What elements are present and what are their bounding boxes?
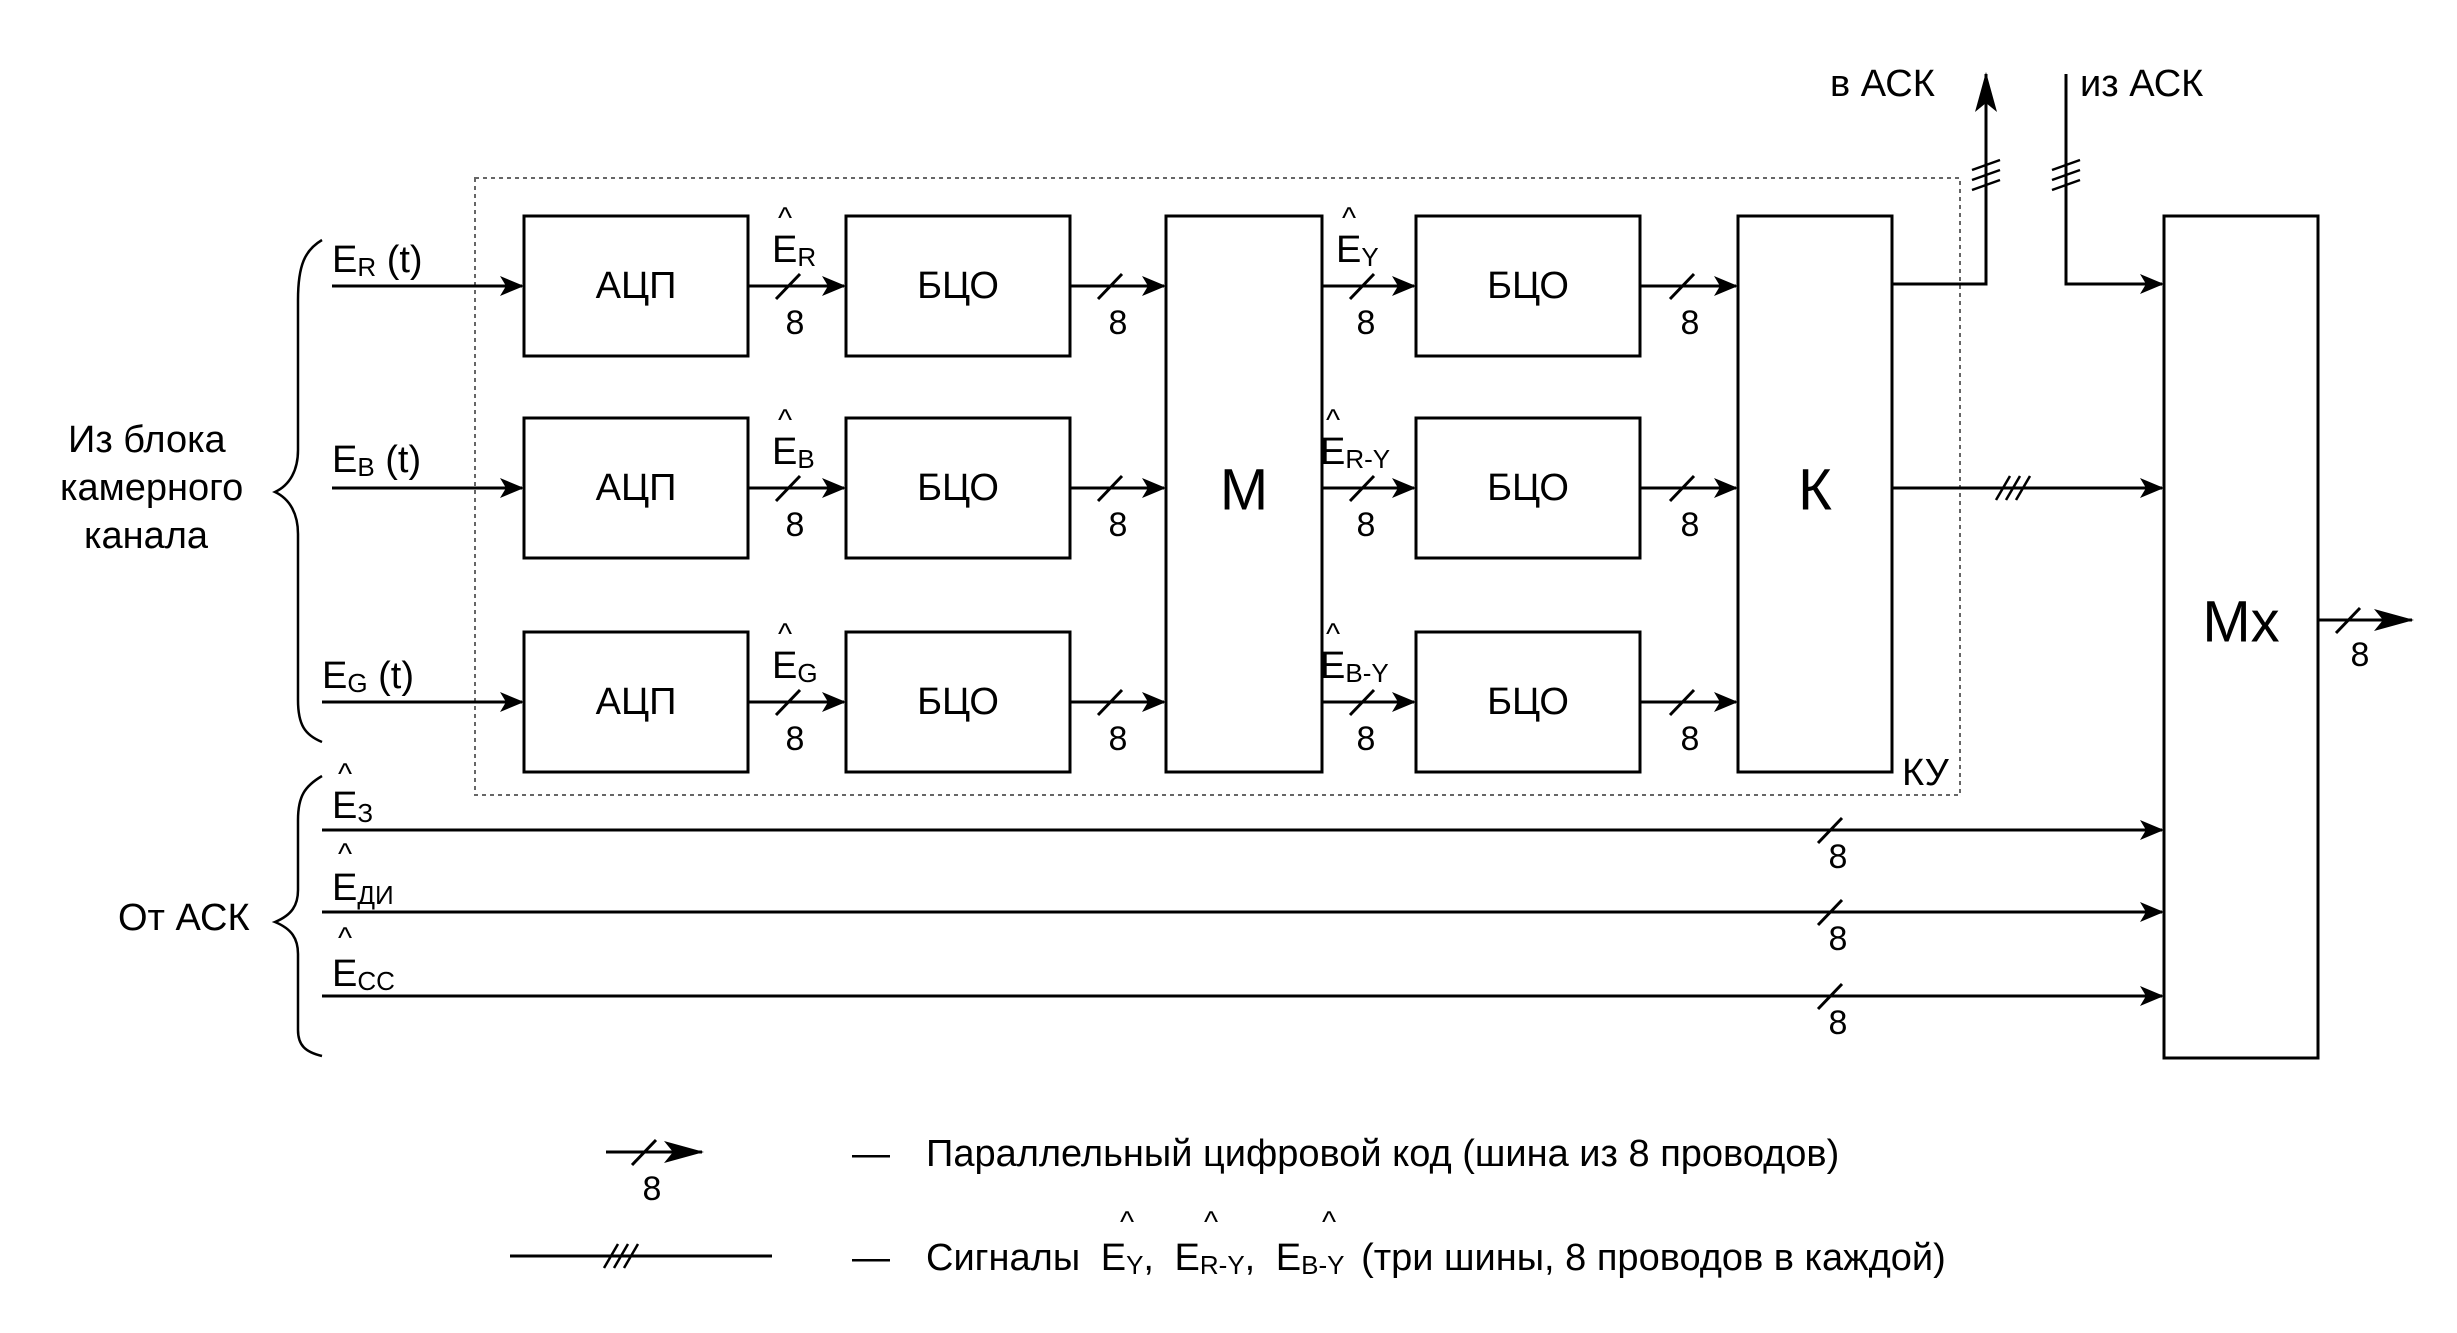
legend-dash-2: —	[852, 1237, 890, 1279]
svg-text:^: ^	[338, 838, 352, 871]
bco-block-2	[844, 416, 1072, 560]
bco-label-4: БЦО	[1487, 265, 1569, 307]
svg-text:EY: EY	[1336, 229, 1379, 272]
svg-text:^: ^	[1120, 1206, 1134, 1239]
svg-text:^: ^	[338, 758, 352, 791]
brace-camera	[272, 238, 323, 744]
input-g: EG (t)	[322, 655, 414, 698]
bus-width-bco2-by: 8	[1681, 720, 1700, 758]
bus-width-adc-g: 8	[786, 720, 805, 758]
group-camera-2: камерного	[60, 467, 243, 509]
svg-text:^: ^	[1326, 404, 1340, 437]
svg-text:^: ^	[778, 404, 792, 437]
tick-from-ask	[2051, 158, 2081, 192]
from-ask-label: из АСК	[2080, 63, 2203, 105]
adc-label-r: АЦП	[596, 265, 677, 307]
bus-width-ez: 8	[1829, 838, 1848, 876]
switch-label: К	[1798, 458, 1832, 523]
bus-width-bco2-y: 8	[1681, 304, 1700, 342]
legend-bus-width: 8	[643, 1170, 662, 1208]
legend-parallel: Параллельный цифровой код (шина из 8 про…	[926, 1133, 1839, 1175]
svg-text:^: ^	[1322, 1206, 1336, 1239]
bco-label-5: БЦО	[1487, 467, 1569, 509]
bco-label-1: БЦО	[917, 265, 999, 307]
wire-from-ask	[2064, 74, 2164, 294]
legend-three-bus-ticks	[602, 1243, 640, 1269]
svg-text:^: ^	[338, 922, 352, 955]
adc-label-b: АЦП	[596, 467, 677, 509]
svg-text:EЗ: EЗ	[332, 785, 373, 828]
signal-eb: ^ EB	[772, 404, 815, 474]
group-camera-3: канала	[84, 515, 209, 557]
bus-width-bco1-g: 8	[1109, 720, 1128, 758]
bco-label-6: БЦО	[1487, 681, 1569, 723]
group-camera-1: Из блока	[68, 419, 227, 461]
group-ask: От АСК	[118, 897, 250, 939]
bco-block-5	[1414, 416, 1642, 560]
signal-ery: ^ ER-Y	[1320, 404, 1390, 474]
svg-text:^: ^	[1204, 1206, 1218, 1239]
svg-text:ER-Y: ER-Y	[1320, 431, 1390, 474]
legend-bus-tick	[630, 1138, 658, 1167]
ku-label: КУ	[1902, 752, 1950, 794]
bus-width-edi: 8	[1829, 920, 1848, 958]
legend-dash-1: —	[852, 1133, 890, 1175]
to-ask-label: в АСК	[1830, 63, 1935, 105]
bco-block-4	[1414, 214, 1642, 358]
svg-text:EДИ: EДИ	[332, 867, 394, 910]
svg-text:EB: EB	[772, 431, 815, 474]
tick-k-mux	[1994, 475, 2032, 501]
svg-text:^: ^	[1342, 202, 1356, 235]
signal-er: ^ ER	[772, 202, 816, 272]
bus-width-m-ry: 8	[1357, 506, 1376, 544]
bus-width-bco2-ry: 8	[1681, 506, 1700, 544]
matrix-label: М	[1220, 458, 1268, 523]
svg-text:EСС: EСС	[332, 953, 395, 996]
matrix-block	[1164, 214, 1324, 774]
bco-label-3: БЦО	[917, 681, 999, 723]
input-r: ER (t)	[332, 239, 423, 282]
svg-text:^: ^	[1326, 618, 1340, 651]
signal-edi: ^ EДИ	[332, 838, 394, 910]
bco-block-3	[844, 630, 1072, 774]
bco-label-2: БЦО	[917, 467, 999, 509]
wire-to-ask	[1892, 72, 1997, 286]
adc-block-g	[522, 630, 750, 774]
bus-width-m-y: 8	[1357, 304, 1376, 342]
bus-width-adc-b: 8	[786, 506, 805, 544]
mux-label: Мх	[2202, 590, 2279, 655]
svg-text:EG: EG	[772, 645, 818, 688]
adc-label-g: АЦП	[596, 681, 677, 723]
signal-ez: ^ EЗ	[332, 758, 373, 828]
mux-block	[2162, 214, 2320, 1060]
svg-text:ER: ER	[772, 229, 816, 272]
signal-eby: ^ EB-Y	[1320, 618, 1389, 688]
bus-width-mux-out: 8	[2351, 636, 2370, 674]
bus-width-m-by: 8	[1357, 720, 1376, 758]
brace-ask	[271, 774, 323, 1058]
input-b: EB (t)	[332, 439, 421, 482]
svg-text:^: ^	[778, 618, 792, 651]
signal-ecc: ^ EСС	[332, 922, 395, 996]
signal-eg: ^ EG	[772, 618, 818, 688]
legend-signals: Сигналы EY, ER-Y, EB-Y (три шины, 8 пров…	[926, 1237, 1946, 1283]
tick-to-ask	[1971, 158, 2001, 192]
bus-ticks	[774, 272, 1696, 717]
adc-block-r	[522, 214, 750, 358]
ticks-ask	[1816, 816, 1844, 1011]
svg-text:^: ^	[778, 202, 792, 235]
signal-ey: ^ EY	[1336, 202, 1379, 272]
switch-block	[1736, 214, 1894, 774]
svg-text:EB-Y: EB-Y	[1320, 645, 1389, 688]
legend-hats: ^ ^ ^	[1120, 1206, 1336, 1239]
bus-width-bco1-r: 8	[1109, 304, 1128, 342]
bus-width-adc-r: 8	[786, 304, 805, 342]
bco-block-1	[844, 214, 1072, 358]
bus-width-bco1-b: 8	[1109, 506, 1128, 544]
bus-width-ecc: 8	[1829, 1004, 1848, 1042]
tick-mux-out	[2334, 606, 2362, 635]
